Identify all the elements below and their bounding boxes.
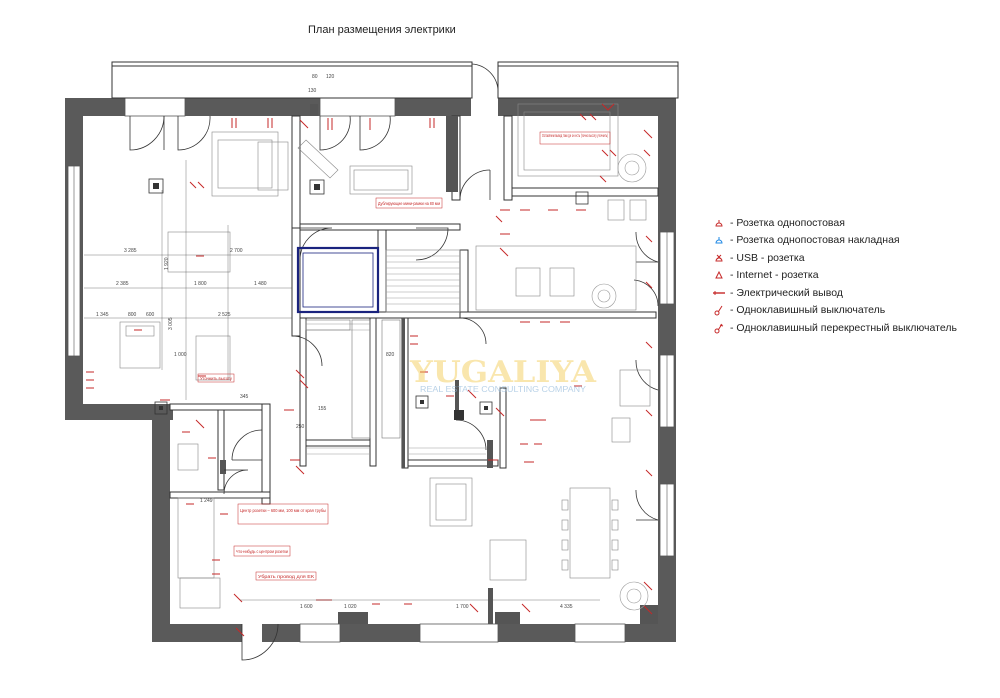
watermark-subtitle: REAL ESTATE CONSULTING COMPANY [420, 385, 587, 394]
usb-socket-icon [712, 251, 726, 265]
watermark: YUGALIYA REAL ESTATE CONSULTING COMPANY [409, 355, 597, 394]
note-text: Оставляем вывод там где он есть (точно в… [542, 133, 608, 138]
legend-item-cross-switch: - Одноклавишный перекрестный выключатель [712, 319, 992, 337]
internet-socket-icon [712, 268, 726, 282]
note-text: Убрать провод для ЕК [258, 574, 314, 579]
dim-label: 1 345 [96, 312, 109, 318]
dim-label: 1 249 [200, 498, 213, 504]
note-text: Центр розетки – 600 мм, 100 мм от края т… [240, 508, 326, 513]
dim-label: 1 020 [344, 604, 357, 610]
legend-item-usb: - USB - розетка [712, 249, 992, 267]
note-text: Уточнить высоту [200, 376, 233, 381]
dim-label: 345 [240, 394, 249, 400]
electric-outlet-icon [712, 286, 726, 300]
legend: - Розетка однопостовая - Розетка однопос… [712, 214, 992, 337]
socket-single-surface-icon [712, 233, 726, 247]
dim-label: 1 700 [456, 604, 469, 610]
cross-switch-icon [712, 321, 726, 335]
dim-label: 250 [296, 424, 305, 430]
legend-item-internet: - Internet - розетка [712, 267, 992, 285]
dim-label: 3 285 [124, 248, 137, 254]
plants [591, 153, 649, 611]
balcony [111, 61, 679, 99]
dim-label: 1 920 [164, 257, 170, 270]
note-text: Что-нибудь с центром розетки [236, 549, 288, 554]
plan-title: План размещения электрики [308, 24, 456, 36]
legend-label: - Розетка однопостовая накладная [730, 234, 900, 247]
doors [129, 62, 659, 661]
dim-label: 120 [326, 74, 335, 80]
closets [305, 319, 401, 439]
dim-label: 2 525 [218, 312, 231, 318]
ceiling-points [148, 178, 589, 420]
legend-label: - USB - розетка [730, 251, 805, 264]
legend-label: - Одноклавишный выключатель [730, 304, 886, 317]
legend-label: - Internet - розетка [730, 269, 819, 282]
legend-label: - Электрический вывод [730, 286, 843, 299]
legend-item-socket-surface: - Розетка однопостовая накладная [712, 232, 992, 250]
dim-label: 600 [146, 312, 155, 318]
legend-label: - Одноклавишный перекрестный выключатель [730, 321, 957, 334]
axis-lines [84, 160, 600, 601]
electrical-items [86, 103, 653, 637]
furniture [119, 103, 651, 609]
dim-label: 3 005 [168, 317, 174, 330]
dim-label: 820 [386, 352, 395, 358]
dim-label: 800 [128, 312, 137, 318]
legend-item-socket: - Розетка однопостовая [712, 214, 992, 232]
legend-item-outlet: - Электрический вывод [712, 284, 992, 302]
dim-label: 1 000 [174, 352, 187, 358]
watermark-title: YUGALIYA [409, 355, 597, 390]
stairs-hatch [306, 255, 486, 455]
bathtub [296, 246, 380, 314]
socket-single-icon [712, 216, 726, 230]
legend-item-switch: - Одноклавишный выключатель [712, 302, 992, 320]
single-switch-icon [712, 303, 726, 317]
dim-label: 1 600 [300, 604, 313, 610]
dim-label: 80 [312, 74, 318, 80]
wall-fills [220, 104, 658, 624]
dim-label: 130 [308, 88, 317, 94]
dim-label: 155 [318, 406, 327, 412]
legend-label: - Розетка однопостовая [730, 216, 845, 229]
dim-label: 4 335 [560, 604, 573, 610]
dim-label: 2 700 [230, 248, 243, 254]
dim-label: 1 800 [194, 281, 207, 287]
dimension-labels: 3 285 2 700 2 385 1 800 1 480 1 345 800 … [96, 74, 573, 610]
dim-label: 2 385 [116, 281, 129, 287]
notes: Оставляем вывод там где он есть (точно в… [197, 131, 611, 581]
note-text: Дублирующие мини-рамки на 80 мм [378, 201, 440, 206]
dim-label: 1 480 [254, 281, 267, 287]
